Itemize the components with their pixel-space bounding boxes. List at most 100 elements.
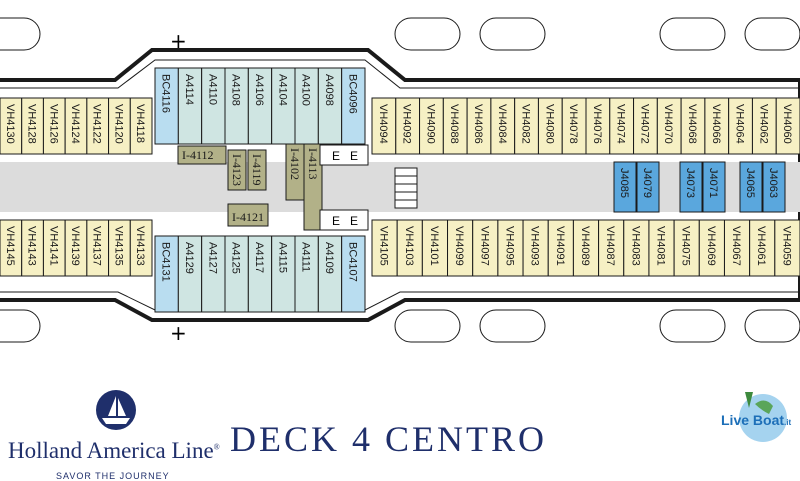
cabin-vh4061[interactable]: VH4061 <box>749 219 776 277</box>
cabin-a4114[interactable]: A4114 <box>177 67 203 145</box>
cabin-vh4103[interactable]: VH4103 <box>396 219 423 277</box>
cabin-number: VH4078 <box>567 104 579 144</box>
cabin-vh4069[interactable]: VH4069 <box>698 219 725 277</box>
cabin-a4100[interactable]: A4100 <box>294 67 319 145</box>
cabin-vh4059[interactable]: VH4059 <box>774 219 800 277</box>
cabin-vh4067[interactable]: VH4067 <box>723 219 751 277</box>
cabin-vh4076[interactable]: VH4076 <box>585 97 611 155</box>
cabin-box <box>598 219 625 277</box>
cabin-a4108[interactable]: A4108 <box>224 67 249 145</box>
cabin-number: VH4130 <box>4 104 16 144</box>
cabin-vh4081[interactable]: VH4081 <box>648 219 675 277</box>
cabin-j4063[interactable]: J4063 <box>762 161 786 213</box>
cabin-box <box>623 219 650 277</box>
cabin-vh4124[interactable]: VH4124 <box>64 97 88 155</box>
cabin-vh4089[interactable]: VH4089 <box>572 219 600 277</box>
cabin-a4104[interactable]: A4104 <box>271 67 296 145</box>
cabin-vh4066[interactable]: VH4066 <box>704 97 730 155</box>
cabin-number: A4108 <box>230 74 242 106</box>
cabin-number: VH4103 <box>403 226 415 266</box>
cabin-j4079[interactable]: J4079 <box>636 161 660 213</box>
cabin-vh4135[interactable]: VH4135 <box>108 219 131 277</box>
cabin-vh4097[interactable]: VH4097 <box>472 219 499 277</box>
cabin-vh4128[interactable]: VH4128 <box>21 97 44 155</box>
staff-room-i4102[interactable]: I-4102 <box>285 143 305 201</box>
cabin-bc4107[interactable]: BC4107 <box>341 235 366 313</box>
cabin-vh4133[interactable]: VH4133 <box>129 219 153 277</box>
staff-room-i4119[interactable]: I-4119 <box>247 149 267 191</box>
cabin-vh4084[interactable]: VH4084 <box>490 97 516 155</box>
cabin-vh4075[interactable]: VH4075 <box>673 219 700 277</box>
cabin-vh4090[interactable]: VH4090 <box>419 97 444 155</box>
cabin-vh4078[interactable]: VH4078 <box>561 97 587 155</box>
cabin-vh4092[interactable]: VH4092 <box>395 97 421 155</box>
cabin-a4115[interactable]: A4115 <box>271 235 296 313</box>
cabin-a4129[interactable]: A4129 <box>177 235 203 313</box>
staff-room-i4121[interactable]: I-4121 <box>227 203 269 227</box>
cabin-vh4101[interactable]: VH4101 <box>421 219 449 277</box>
cabin-number: VH4135 <box>112 226 124 266</box>
staff-room-i4112[interactable]: I-4112 <box>177 145 227 165</box>
cabin-a4098[interactable]: A4098 <box>317 67 343 145</box>
staff-room-i4123[interactable]: I-4123 <box>227 149 247 191</box>
cabin-vh4068[interactable]: VH4068 <box>680 97 706 155</box>
cabin-vh4064[interactable]: VH4064 <box>728 97 753 155</box>
cabin-vh4074[interactable]: VH4074 <box>609 97 635 155</box>
cabin-vh4145[interactable]: VH4145 <box>0 219 23 277</box>
cabin-vh4094[interactable]: VH4094 <box>371 97 397 155</box>
cabin-box <box>129 219 153 277</box>
cabin-box <box>522 219 549 277</box>
cabin-box <box>341 235 366 313</box>
cabin-j4065[interactable]: J4065 <box>739 161 763 213</box>
cabin-vh4105[interactable]: VH4105 <box>371 219 398 277</box>
cabin-vh4126[interactable]: VH4126 <box>42 97 66 155</box>
cabin-number: VH4067 <box>730 226 742 266</box>
cabin-vh4143[interactable]: VH4143 <box>21 219 44 277</box>
cabin-vh4087[interactable]: VH4087 <box>598 219 625 277</box>
cabin-vh4082[interactable]: VH4082 <box>514 97 539 155</box>
deck-title: DECK 4 CENTRO <box>230 419 547 459</box>
cabin-vh4083[interactable]: VH4083 <box>623 219 650 277</box>
cabin-vh4120[interactable]: VH4120 <box>108 97 131 155</box>
cabin-vh4095[interactable]: VH4095 <box>497 219 524 277</box>
cabin-number: VH4095 <box>503 226 515 266</box>
cabin-j4073[interactable]: J4073 <box>679 161 703 213</box>
cabin-vh4088[interactable]: VH4088 <box>442 97 468 155</box>
cabin-vh4141[interactable]: VH4141 <box>42 219 66 277</box>
cabin-vh4086[interactable]: VH4086 <box>466 97 492 155</box>
cabin-vh4072[interactable]: VH4072 <box>633 97 658 155</box>
cabin-bc4131[interactable]: BC4131 <box>154 235 179 313</box>
cabin-number: A4125 <box>230 242 242 274</box>
cabin-a4125[interactable]: A4125 <box>224 235 249 313</box>
cabin-j4071[interactable]: J4071 <box>702 161 726 213</box>
cabin-number: VH4086 <box>472 104 484 144</box>
cabin-j4085[interactable]: J4085 <box>613 161 637 213</box>
cabin-a4110[interactable]: A4110 <box>201 67 226 145</box>
cabin-vh4118[interactable]: VH4118 <box>129 97 153 155</box>
cabin-vh4093[interactable]: VH4093 <box>522 219 549 277</box>
cabin-a4127[interactable]: A4127 <box>201 235 226 313</box>
cabin-vh4060[interactable]: VH4060 <box>775 97 800 155</box>
elevator-icon: E E <box>319 144 369 166</box>
cabin-number: VH4061 <box>755 226 767 266</box>
cabin-bc4116[interactable]: BC4116 <box>154 67 179 145</box>
cabin-vh4099[interactable]: VH4099 <box>447 219 474 277</box>
cabin-vh4137[interactable]: VH4137 <box>86 219 110 277</box>
lifeboat-icon <box>744 309 800 343</box>
svg-text:E: E <box>332 214 340 228</box>
lifeboat-icon <box>0 17 41 51</box>
cabin-a4111[interactable]: A4111 <box>294 235 319 313</box>
cabin-box <box>702 161 726 213</box>
cabin-vh4062[interactable]: VH4062 <box>751 97 777 155</box>
cabin-vh4070[interactable]: VH4070 <box>656 97 682 155</box>
staff-room-i4113[interactable]: I-4113 <box>303 143 323 231</box>
cabin-vh4122[interactable]: VH4122 <box>86 97 110 155</box>
cabin-a4106[interactable]: A4106 <box>247 67 273 145</box>
cabin-a4109[interactable]: A4109 <box>317 235 343 313</box>
cabin-vh4139[interactable]: VH4139 <box>64 219 88 277</box>
cabin-a4117[interactable]: A4117 <box>247 235 273 313</box>
cabin-vh4080[interactable]: VH4080 <box>537 97 563 155</box>
cabin-bc4096[interactable]: BC4096 <box>341 67 366 145</box>
cabin-vh4091[interactable]: VH4091 <box>547 219 574 277</box>
cabin-vh4130[interactable]: VH4130 <box>0 97 23 155</box>
